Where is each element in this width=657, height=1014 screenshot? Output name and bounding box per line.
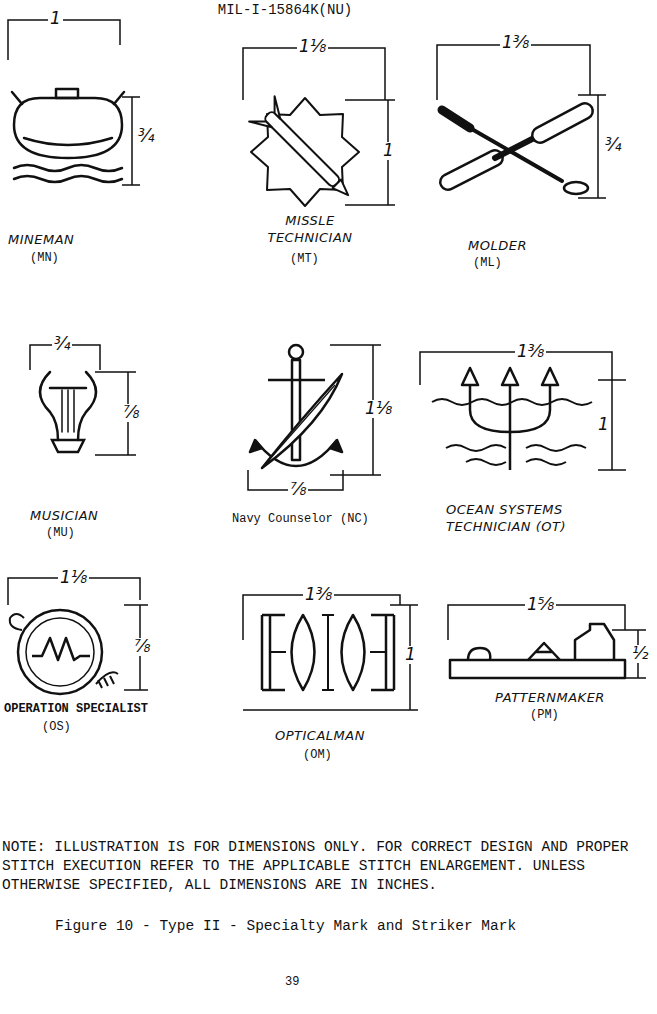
- figure-caption: Figure 10 - Type II - Specialty Mark and…: [55, 918, 516, 934]
- specialty-name: MOLDER: [468, 238, 527, 255]
- dimension-value: 1⅜: [500, 34, 531, 52]
- dimension-value: 1⅜: [515, 343, 546, 361]
- rating-code: (OS): [42, 720, 71, 734]
- specialty-name: OPERATION SPECIALIST: [4, 702, 148, 716]
- missile-figure: [249, 96, 361, 208]
- dimension-value: 1⅜: [303, 586, 334, 604]
- lens-figure: [262, 615, 394, 690]
- dimension-value: 1: [381, 142, 396, 160]
- dimension-value: 1⅛: [58, 569, 89, 587]
- dimension-value: ¾: [136, 128, 156, 146]
- note-text: NOTE: ILLUSTRATION IS FOR DIMENSIONS ONL…: [2, 838, 654, 895]
- dimension-value: ¾: [52, 336, 72, 354]
- rating-code: (PM): [530, 708, 559, 722]
- specialty-name: Navy Counselor (NC): [232, 512, 369, 526]
- dimension-value: ⅞: [288, 481, 308, 499]
- page-header: MIL-I-15864K(NU): [185, 2, 385, 18]
- dimension-value: 1: [48, 10, 63, 28]
- specialty-name: OCEAN SYSTEMS TECHNICIAN (OT): [446, 502, 611, 536]
- dimension-value: ¾: [603, 137, 623, 155]
- dimension-value: ⅞: [121, 404, 141, 422]
- specialty-name: MISSLE TECHNICIAN: [250, 213, 370, 247]
- dimension-lines: [8, 20, 646, 710]
- rating-code: (OM): [303, 748, 332, 762]
- specialty-name: PATTERNMAKER: [495, 690, 605, 707]
- mine-figure: [12, 89, 124, 182]
- dimension-value: 1⅛: [297, 38, 328, 56]
- specialty-name: OPTICALMAN: [275, 728, 365, 745]
- lyre-figure: [40, 372, 96, 452]
- dimension-value: 1: [403, 646, 418, 664]
- radar-figure: [10, 610, 118, 694]
- rating-code: (MN): [30, 251, 59, 265]
- specialty-name: MUSICIAN: [30, 508, 98, 525]
- page-number: 39: [285, 975, 299, 989]
- dimension-value: 1: [596, 416, 611, 434]
- rating-code: (ML): [473, 256, 502, 270]
- dimension-value: 1⅛: [363, 400, 394, 418]
- dimension-value: ⅞: [132, 638, 152, 656]
- trident-figure: [432, 368, 592, 470]
- patternmaker-figure: [450, 624, 625, 678]
- molder-tools: [442, 110, 588, 194]
- dimension-value: 1⅝: [525, 596, 556, 614]
- specialty-name: MINEMAN: [8, 232, 74, 249]
- rating-code: (MU): [46, 526, 75, 540]
- anchor-figure: [250, 345, 342, 468]
- rating-code: (MT): [290, 252, 319, 266]
- dimension-value: ½: [630, 645, 650, 663]
